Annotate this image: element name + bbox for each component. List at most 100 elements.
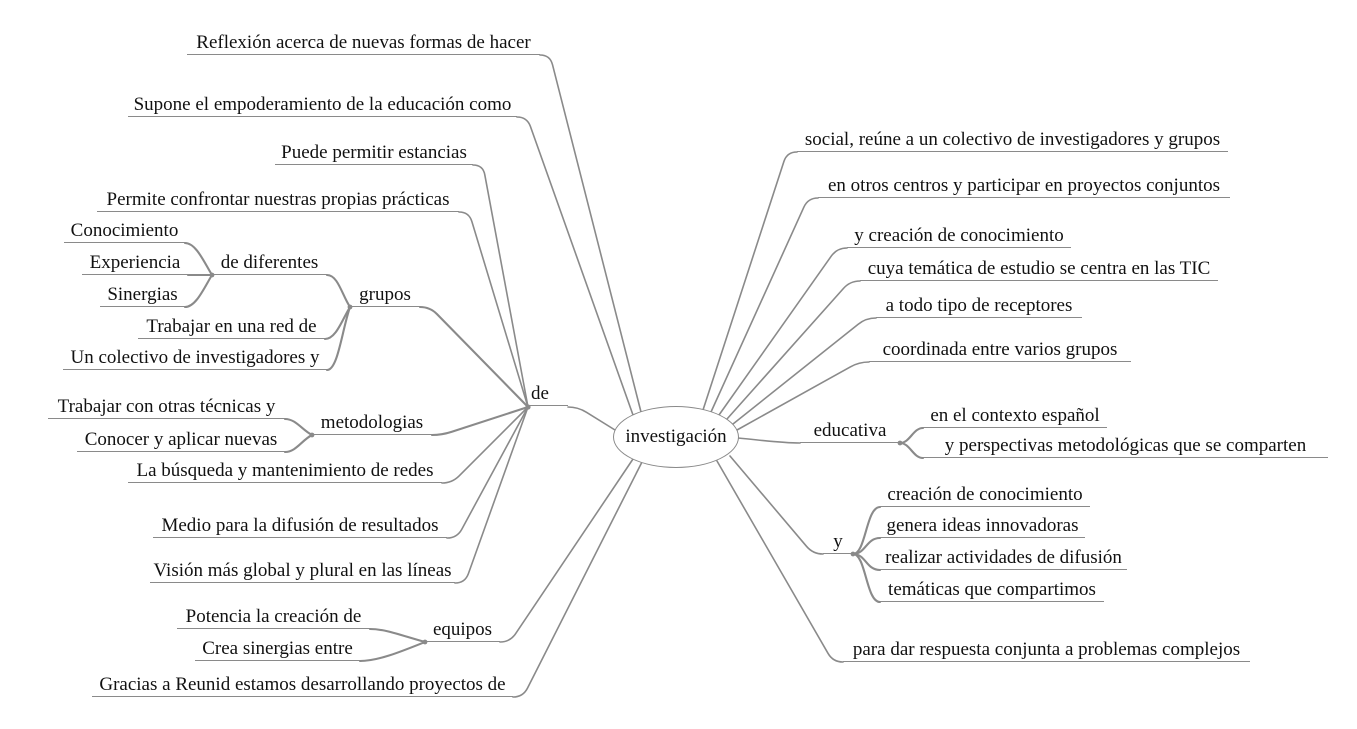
- node-permite-confrontar: Permite confrontar nuestras propias prác…: [97, 189, 459, 212]
- central-topic-label: investigación: [625, 426, 727, 447]
- node-label: Puede permitir estancias: [281, 142, 467, 163]
- central-topic: investigación: [613, 406, 739, 468]
- connector-a-todo: [732, 317, 877, 425]
- node-supone: Supone el empoderamiento de la educación…: [128, 94, 517, 117]
- node-label: Visión más global y plural en las líneas: [153, 560, 452, 581]
- node-cuya-tematica: cuya temática de estudio se centra en la…: [860, 258, 1218, 281]
- node-label: Trabajar con otras técnicas y: [57, 396, 276, 417]
- connector-y-creacion: [718, 247, 848, 416]
- node-label: grupos: [359, 284, 411, 305]
- connector-conocimiento: [183, 241, 214, 277]
- node-de: de: [528, 383, 568, 406]
- connector-y: [729, 455, 824, 555]
- connector-trabajar-tecnicas: [283, 417, 314, 437]
- connector-medio: [446, 406, 529, 539]
- connector-puede: [472, 164, 529, 408]
- node-puede-permitir: Puede permitir estancias: [275, 142, 473, 165]
- node-label: y perspectivas metodológicas que se comp…: [944, 435, 1307, 456]
- node-un-colectivo: Un colectivo de investigadores y: [63, 347, 327, 370]
- node-reflexion: Reflexión acerca de nuevas formas de hac…: [187, 32, 540, 55]
- node-label: Supone el empoderamiento de la educación…: [133, 94, 512, 115]
- node-label: Un colectivo de investigadores y: [70, 347, 320, 368]
- connector-creacion: [851, 505, 882, 556]
- node-vision: Visión más global y plural en las líneas: [150, 560, 455, 583]
- node-trabajar-tecnicas: Trabajar con otras técnicas y: [48, 396, 285, 419]
- node-realizar-actividades: realizar actividades de difusión: [880, 547, 1127, 570]
- node-en-otros-centros: en otros centros y participar en proyect…: [818, 175, 1230, 198]
- node-metodologias: metodologias: [312, 412, 432, 435]
- connector-perspectivas: [898, 441, 925, 460]
- node-label: para dar respuesta conjunta a problemas …: [852, 639, 1241, 660]
- connector-crea: [358, 640, 427, 663]
- connector-de-diferentes: [325, 273, 352, 309]
- connector-conocer: [283, 433, 314, 454]
- node-trabajar-red: Trabajar en una red de: [138, 316, 325, 339]
- connector-genera: [851, 536, 882, 556]
- node-label: Experiencia: [89, 252, 181, 273]
- node-experiencia: Experiencia: [82, 252, 188, 275]
- node-label: Permite confrontar nuestras propias prác…: [106, 189, 450, 210]
- node-y-creacion: y creación de conocimiento: [847, 225, 1071, 248]
- node-label: Sinergias: [107, 284, 178, 305]
- connector-para-dar: [716, 460, 844, 663]
- node-label: en otros centros y participar en proyect…: [827, 175, 1221, 196]
- node-label: social, reúne a un colectivo de investig…: [804, 129, 1221, 150]
- connector-busqueda: [441, 406, 529, 484]
- node-label: La búsqueda y mantenimiento de redes: [136, 460, 434, 481]
- node-label: genera ideas innovadoras: [886, 515, 1079, 536]
- node-label: de: [531, 383, 549, 404]
- node-potencia: Potencia la creación de: [177, 606, 370, 629]
- node-para-dar-respuesta: para dar respuesta conjunta a problemas …: [843, 639, 1250, 662]
- connector-permite: [458, 211, 529, 408]
- node-medio: Medio para la difusión de resultados: [153, 515, 447, 538]
- node-label: y: [833, 531, 843, 552]
- node-label: creación de conocimiento: [887, 484, 1083, 505]
- node-label: Reflexión acerca de nuevas formas de hac…: [196, 32, 531, 53]
- node-equipos: equipos: [425, 619, 500, 642]
- connector-sinergias: [183, 273, 214, 309]
- node-label: realizar actividades de difusión: [885, 547, 1122, 568]
- node-label: en el contexto español: [930, 405, 1100, 426]
- connector-vision: [454, 406, 529, 584]
- node-y: y: [823, 531, 853, 554]
- node-social: social, reúne a un colectivo de investig…: [797, 129, 1228, 152]
- node-tematicas: temáticas que compartimos: [880, 579, 1104, 602]
- connector-cuya: [726, 280, 861, 420]
- node-conocimiento: Conocimiento: [64, 220, 185, 243]
- connector-educativa: [737, 437, 801, 444]
- node-label: Medio para la difusión de resultados: [161, 515, 439, 536]
- node-gracias: Gracias a Reunid estamos desarrollando p…: [92, 674, 513, 697]
- connector-social: [702, 151, 798, 411]
- node-label: cuya temática de estudio se centra en la…: [867, 258, 1211, 279]
- node-label: coordinada entre varios grupos: [882, 339, 1118, 360]
- node-busqueda: La búsqueda y mantenimiento de redes: [128, 460, 442, 483]
- node-label: Potencia la creación de: [185, 606, 362, 627]
- connector-un-colectivo: [325, 305, 352, 372]
- node-label: temáticas que compartimos: [888, 579, 1096, 600]
- node-a-todo-tipo: a todo tipo de receptores: [876, 295, 1082, 318]
- node-label: Conocer y aplicar nuevas: [84, 429, 278, 450]
- connector-reflexion: [539, 54, 642, 413]
- node-label: Trabajar en una red de: [146, 316, 317, 337]
- connector-de-to-center: [567, 406, 616, 431]
- node-grupos: grupos: [350, 284, 420, 307]
- node-label: Conocimiento: [70, 220, 179, 241]
- connector-supone: [516, 116, 634, 416]
- connector-realizar: [851, 552, 882, 572]
- node-de-diferentes: de diferentes: [212, 252, 327, 275]
- node-educativa: educativa: [800, 420, 900, 443]
- node-coordinada: coordinada entre varios grupos: [869, 339, 1131, 362]
- node-sinergias: Sinergias: [100, 284, 185, 307]
- connector-trabajar-red: [323, 305, 352, 341]
- node-label: y creación de conocimiento: [854, 225, 1064, 246]
- node-conocer-aplicar: Conocer y aplicar nuevas: [77, 429, 285, 452]
- connector-equipos: [499, 458, 634, 643]
- node-contexto-espanol: en el contexto español: [923, 405, 1107, 428]
- connector-potencia: [368, 627, 427, 644]
- node-label: Crea sinergias entre: [202, 638, 353, 659]
- node-crea-sinergias: Crea sinergias entre: [195, 638, 360, 661]
- connector-tematicas: [851, 552, 882, 604]
- connector-gracias: [512, 461, 643, 698]
- connector-en-otros: [710, 197, 819, 413]
